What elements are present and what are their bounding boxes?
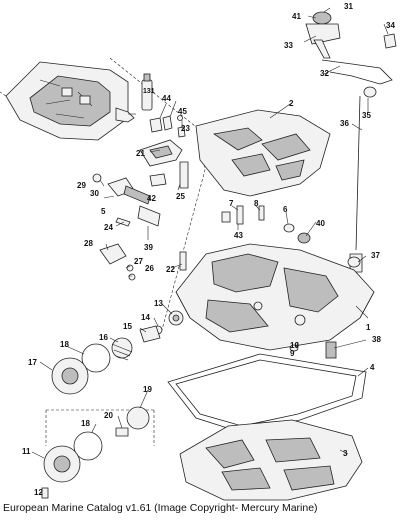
callout-39: 39 bbox=[144, 243, 153, 252]
callout-31: 31 bbox=[344, 2, 353, 11]
catalog-caption: European Marine Catalog v1.61 (Image Cop… bbox=[3, 502, 318, 514]
adaptor-plate bbox=[175, 243, 375, 351]
callout-27: 27 bbox=[134, 257, 143, 266]
callout-17: 17 bbox=[28, 358, 37, 367]
clips bbox=[149, 115, 186, 138]
sealant-tube: 131 bbox=[141, 73, 155, 111]
callout-19: 19 bbox=[143, 385, 152, 394]
bottom-plate bbox=[179, 419, 363, 501]
pump-assembly bbox=[41, 310, 184, 499]
callout-5: 5 bbox=[101, 207, 106, 216]
callout-11: 11 bbox=[22, 447, 31, 456]
callout-15: 15 bbox=[123, 322, 132, 331]
callout-33: 33 bbox=[284, 41, 293, 50]
callout-42: 42 bbox=[147, 194, 156, 203]
callout-36: 36 bbox=[340, 119, 349, 128]
callout-43: 43 bbox=[234, 231, 243, 240]
callout-18-upper: 18 bbox=[60, 340, 69, 349]
pump-lever bbox=[139, 139, 183, 167]
callout-1: 1 bbox=[366, 323, 371, 332]
callout-labels: 31 41 34 33 32 44 2 35 45 36 23 21 29 30… bbox=[22, 2, 395, 497]
callout-23: 23 bbox=[181, 124, 190, 133]
callout-38: 38 bbox=[372, 335, 381, 344]
callout-25: 25 bbox=[176, 192, 185, 201]
callout-30: 30 bbox=[90, 189, 99, 198]
callout-40: 40 bbox=[316, 219, 325, 228]
callout-37: 37 bbox=[371, 251, 380, 260]
gasket-top bbox=[195, 109, 331, 197]
callout-41: 41 bbox=[292, 12, 301, 21]
callout-16: 16 bbox=[99, 333, 108, 342]
hand-pointer-icon bbox=[115, 107, 136, 123]
callout-14: 14 bbox=[141, 313, 150, 322]
callout-3: 3 bbox=[343, 449, 348, 458]
callout-24: 24 bbox=[104, 223, 113, 232]
callout-12: 12 bbox=[34, 488, 43, 497]
callout-44: 44 bbox=[162, 94, 171, 103]
tube-label: 131 bbox=[143, 88, 155, 95]
leader-lines bbox=[31, 7, 389, 459]
callout-4: 4 bbox=[370, 363, 375, 372]
hoses bbox=[92, 161, 189, 281]
inset-engine-block bbox=[0, 61, 129, 141]
callout-28: 28 bbox=[84, 239, 93, 248]
gasket-4 bbox=[167, 353, 367, 433]
callout-2: 2 bbox=[289, 99, 294, 108]
callout-32: 32 bbox=[320, 69, 329, 78]
callout-9: 9 bbox=[290, 349, 295, 358]
callout-22: 22 bbox=[166, 265, 175, 274]
callout-21: 21 bbox=[136, 149, 145, 158]
tiller-bracket bbox=[305, 11, 397, 273]
callout-34: 34 bbox=[386, 21, 395, 30]
callout-26: 26 bbox=[145, 264, 154, 273]
callout-7: 7 bbox=[229, 199, 234, 208]
misc-hardware bbox=[179, 251, 361, 359]
callout-6: 6 bbox=[283, 205, 288, 214]
callout-13: 13 bbox=[154, 299, 163, 308]
callout-10: 10 bbox=[290, 341, 299, 350]
callout-18-lower: 18 bbox=[81, 419, 90, 428]
callout-20: 20 bbox=[104, 411, 113, 420]
callout-29: 29 bbox=[77, 181, 86, 190]
callout-8: 8 bbox=[254, 199, 259, 208]
callout-35: 35 bbox=[362, 111, 371, 120]
callout-45: 45 bbox=[178, 107, 187, 116]
fasteners bbox=[221, 205, 311, 244]
